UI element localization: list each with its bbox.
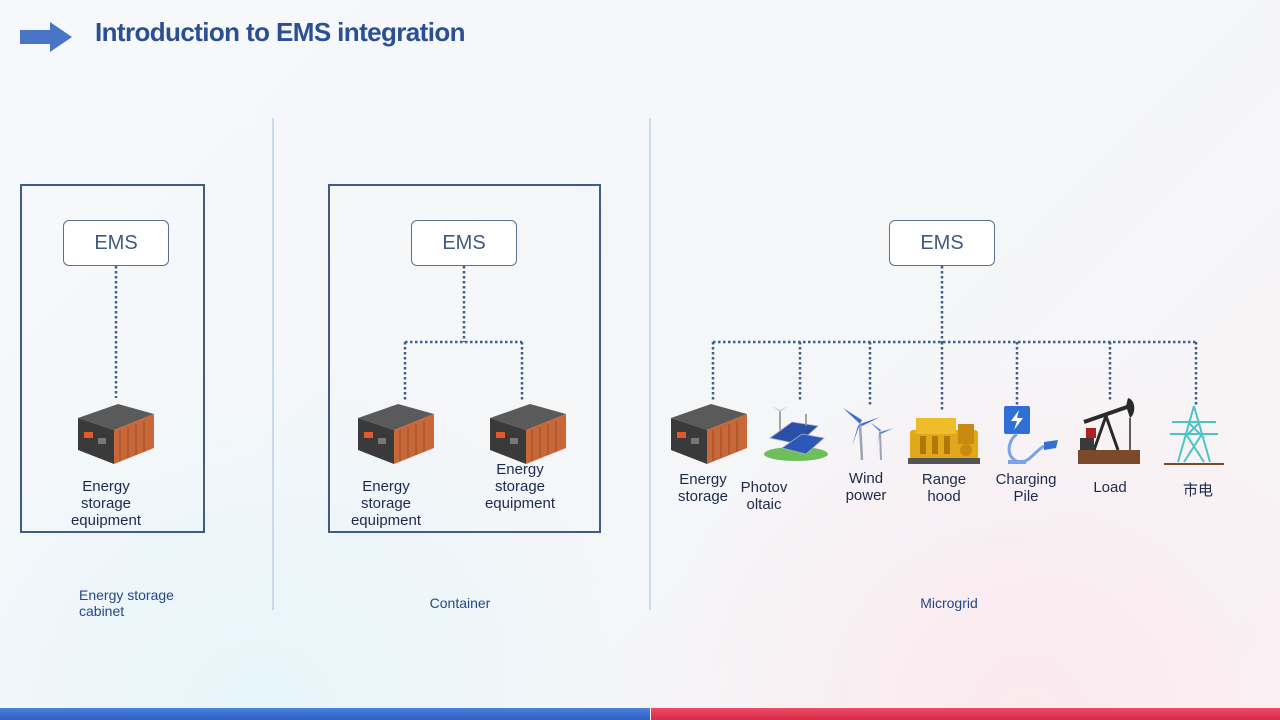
power-tower-icon — [1164, 405, 1224, 465]
device-label: Energy storage equipment — [350, 478, 422, 529]
wind-turbine-icon — [843, 408, 894, 461]
ems-box-microgrid: EMS — [889, 220, 995, 266]
footer-bar-right — [651, 708, 1280, 720]
battery-icon — [490, 404, 566, 464]
device-label: Wind power — [845, 470, 887, 504]
title-arrow-icon — [20, 22, 72, 52]
device-label: 市电 — [1182, 482, 1213, 499]
section-caption: Microgrid — [920, 595, 978, 611]
cabinet-frame — [20, 184, 205, 533]
solar-panel-icon — [764, 406, 828, 461]
section-caption: Energy storage cabinet — [79, 587, 174, 619]
charging-pile-icon — [1004, 406, 1058, 464]
divider-1 — [272, 118, 274, 610]
ems-box-container: EMS — [411, 220, 517, 266]
device-label: Energy storage — [677, 471, 729, 505]
oil-pump-icon — [1078, 398, 1140, 464]
device-label: Range hood — [921, 471, 967, 505]
container-frame — [328, 184, 601, 533]
section-caption: Container — [429, 595, 491, 611]
device-label: Energy storage equipment — [484, 461, 556, 512]
device-label: Energy storage equipment — [70, 478, 142, 529]
battery-icon — [671, 404, 747, 464]
battery-icon — [78, 404, 154, 464]
generator-icon — [908, 418, 980, 464]
battery-icon — [358, 404, 434, 464]
divider-2 — [649, 118, 651, 610]
page-title: Introduction to EMS integration — [95, 17, 466, 47]
device-label: Charging Pile — [995, 471, 1057, 505]
device-label: Photov oltaic — [740, 479, 788, 513]
footer-bar-left — [0, 708, 650, 720]
ems-box-cabinet: EMS — [63, 220, 169, 266]
background-glow-right — [650, 360, 1280, 710]
device-label: Load — [1093, 479, 1127, 496]
